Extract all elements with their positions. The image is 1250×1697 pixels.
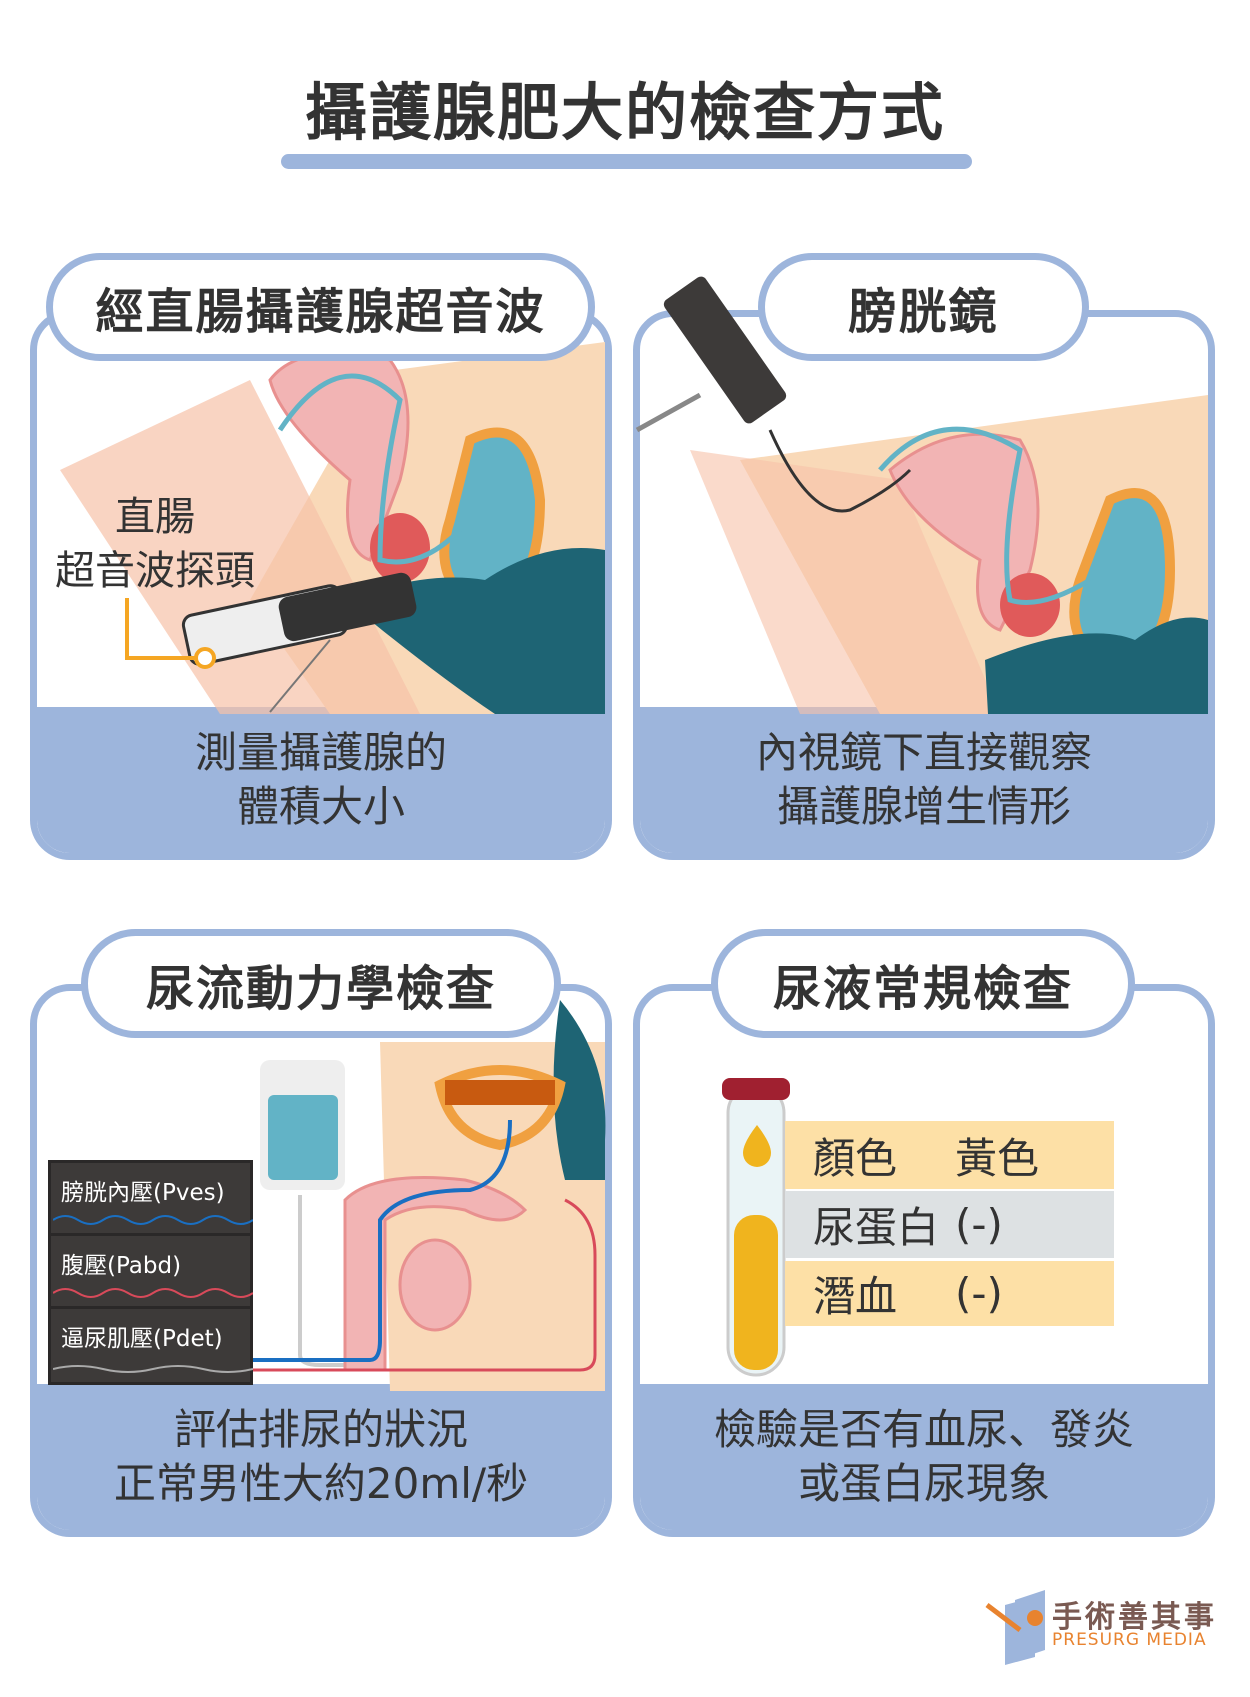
probe-label: 直腸超音波探頭 xyxy=(55,490,255,598)
chart-row-label: 膀胱內壓(Pves) xyxy=(61,1180,225,1206)
panel-desc-line: 攝護腺增生情形 xyxy=(776,782,1071,831)
chart-row-pdet: 逼尿肌壓(Pdet) xyxy=(51,1309,253,1382)
trus-anatomy xyxy=(60,342,605,714)
panel-desc-line: 內視鏡下直接觀察 xyxy=(755,728,1092,777)
panel-heading-cystoscopy: 膀胱鏡 xyxy=(758,253,1089,361)
panel-desc-line: 正常男性大約20ml/秒 xyxy=(113,1459,529,1508)
urine-item: 潛血 xyxy=(813,1272,898,1321)
page-title: 攝護腺肥大的檢查方式 xyxy=(304,76,945,149)
urodynamics-anatomy xyxy=(250,1000,606,1391)
chart-row-label: 逼尿肌壓(Pdet) xyxy=(61,1326,223,1352)
urine-value: 黃色 xyxy=(955,1133,1040,1183)
panel-desc-line: 檢驗是否有血尿、發炎 xyxy=(713,1405,1134,1454)
logo-icon xyxy=(985,1590,1045,1665)
title-underline xyxy=(281,154,972,169)
urine-item: 顏色 xyxy=(813,1133,898,1183)
cystoscopy-anatomy xyxy=(635,276,1208,714)
urine-value: (-) xyxy=(955,1269,1003,1318)
urine-row-color: 顏色 黃色 xyxy=(785,1121,1114,1189)
panel-desc-line: 測量攝護腺的 xyxy=(194,728,447,777)
urine-row-protein: 尿蛋白 (-) xyxy=(785,1191,1114,1258)
chart-row-pabd: 腹壓(Pabd) xyxy=(51,1236,253,1309)
panel-desc-line: 評估排尿的狀況 xyxy=(173,1405,468,1454)
panel-heading-urinalysis: 尿液常規檢查 xyxy=(711,929,1135,1038)
logo-text-zh: 手術善其事 xyxy=(1052,1600,1217,1635)
probe-label-line: 超音波探頭 xyxy=(55,548,255,594)
urine-value: (-) xyxy=(955,1200,1003,1249)
urine-row-blood: 潛血 (-) xyxy=(785,1261,1114,1326)
panel-heading-urodynamics: 尿流動力學檢查 xyxy=(81,929,561,1038)
panel-heading-trus: 經直腸攝護腺超音波 xyxy=(46,253,595,361)
logo-text-en: PRESURG MEDIA xyxy=(1052,1630,1207,1650)
chart-row-pves: 膀胱內壓(Pves) xyxy=(51,1163,253,1236)
chart-row-label: 腹壓(Pabd) xyxy=(61,1253,182,1279)
urine-item: 尿蛋白 xyxy=(813,1203,940,1252)
panel-desc-line: 體積大小 xyxy=(236,782,405,831)
panel-desc-line: 或蛋白尿現象 xyxy=(797,1459,1050,1508)
pressure-chart: 膀胱內壓(Pves) 腹壓(Pabd) 逼尿肌壓(Pdet) xyxy=(48,1160,253,1385)
test-tube-icon xyxy=(722,1078,790,1377)
probe-label-line: 直腸 xyxy=(115,494,195,540)
